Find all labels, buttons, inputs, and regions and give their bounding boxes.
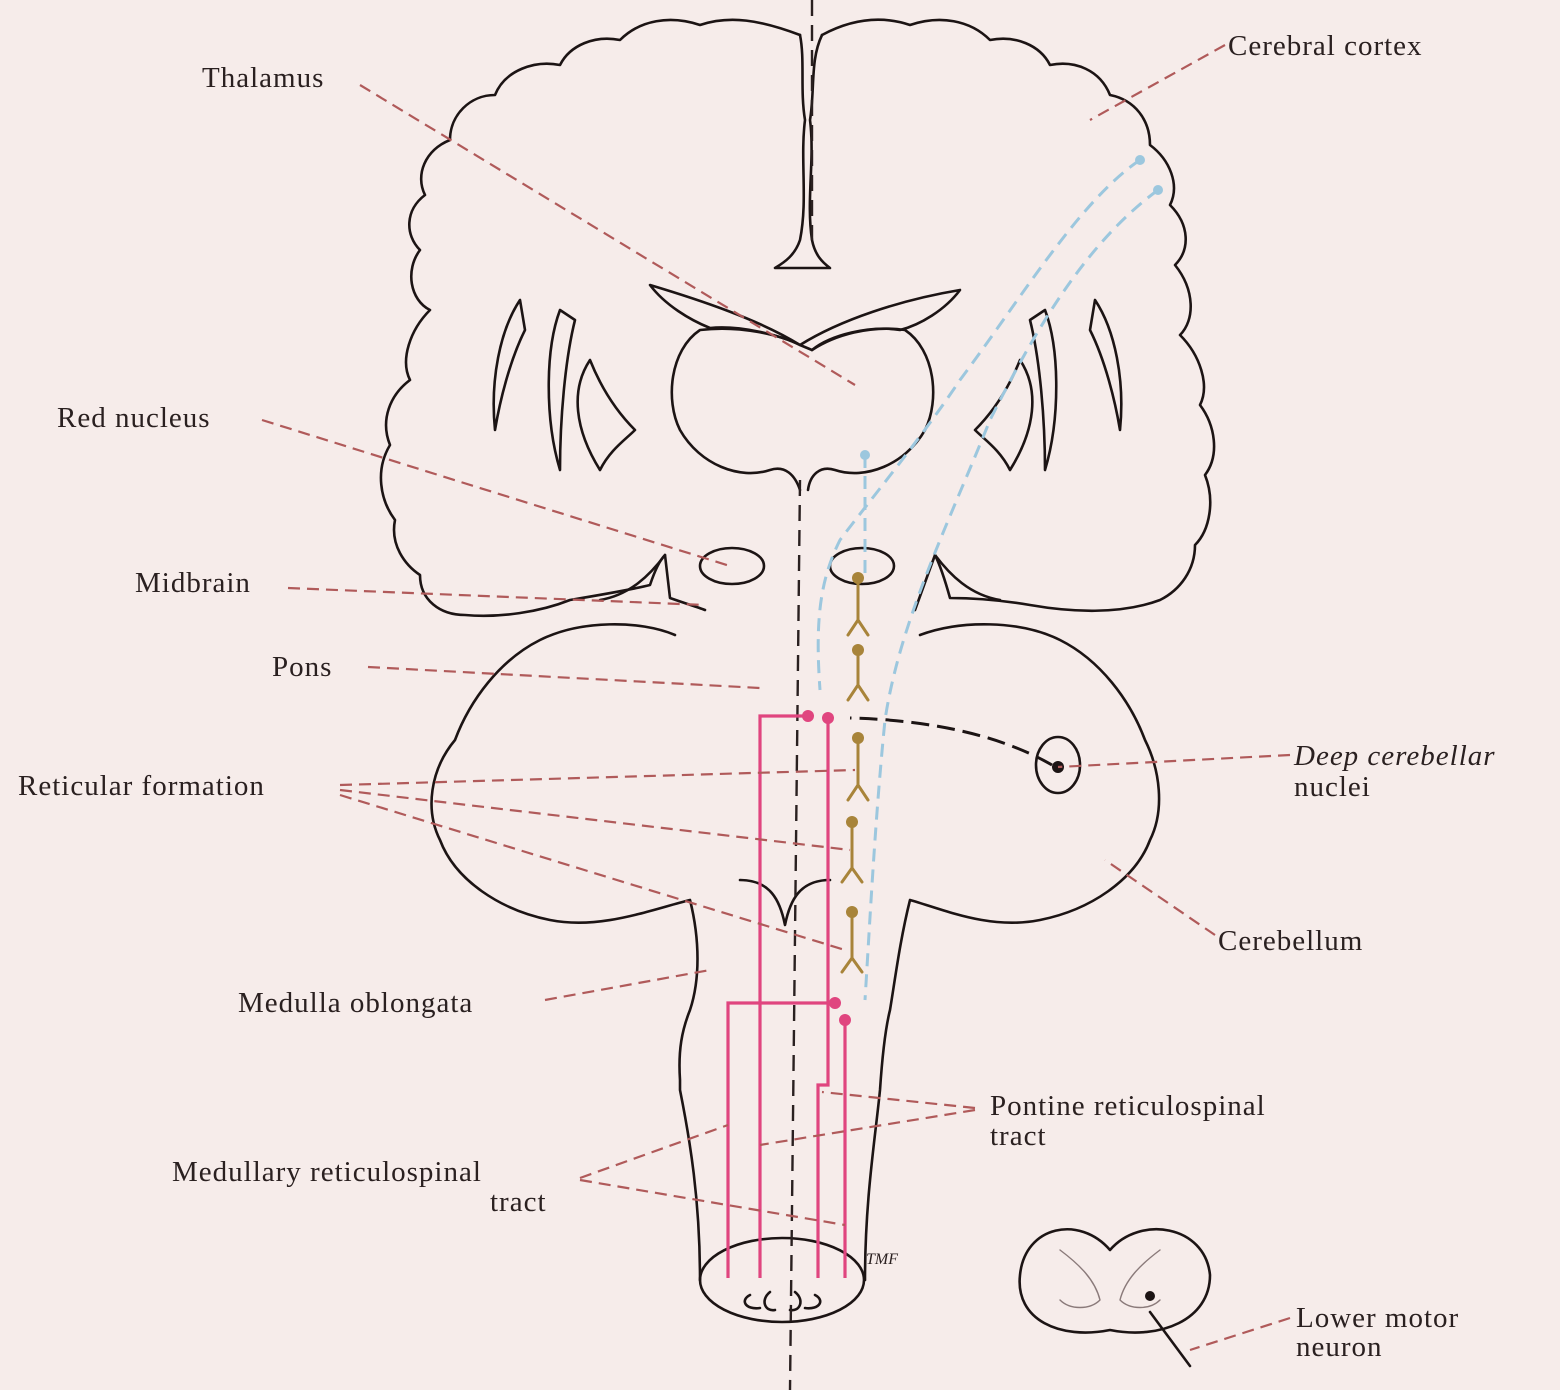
reticular-soma-3 — [852, 732, 864, 744]
leader-medulla — [545, 970, 710, 1000]
leader-cerebellum — [1105, 860, 1215, 935]
lower-motor-neuron-soma — [1145, 1291, 1155, 1301]
pontine-soma-2 — [822, 712, 834, 724]
spinal-cord-cross-section — [700, 1238, 864, 1322]
right-insula — [975, 360, 1032, 470]
corticoreticular-fibers — [818, 155, 1163, 1000]
medullary-soma-1 — [829, 997, 841, 1009]
reticular-soma-2 — [852, 644, 864, 656]
pontine-tract-outer — [760, 716, 808, 1278]
reticular-neuron-2 — [848, 650, 868, 700]
cerebrum-outline — [381, 20, 1214, 616]
reticular-neuron-4 — [842, 822, 862, 882]
leader-reticular-2 — [340, 790, 850, 850]
reticular-neuron-1 — [848, 578, 868, 635]
cortical-fiber-2 — [865, 190, 1158, 1000]
leader-medullary-2 — [580, 1180, 845, 1225]
pontine-soma-1 — [802, 710, 814, 722]
label-pontine-tract-1: Pontine reticulospinal — [990, 1090, 1266, 1122]
label-medullary-tract-2: tract — [490, 1186, 547, 1218]
label-pontine-tract-2: tract — [990, 1120, 1047, 1152]
label-lower-motor-neuron-1: Lower motor — [1296, 1302, 1459, 1334]
reticular-neuron-3 — [848, 738, 868, 800]
corpus-callosum — [650, 285, 960, 350]
leader-lower-motor-neuron — [1190, 1318, 1290, 1350]
label-medullary-tract-1: Medullary reticulospinal — [172, 1156, 482, 1188]
label-medulla-oblongata: Medulla oblongata — [238, 987, 473, 1019]
leader-red-nucleus — [262, 420, 730, 566]
label-pons: Pons — [272, 651, 332, 683]
right-cerebellar-lobe — [865, 624, 1159, 1280]
cortical-neuron-2 — [1153, 185, 1163, 195]
label-lower-motor-neuron-2: neuron — [1296, 1331, 1383, 1363]
labels: Thalamus Cerebral cortex Red nucleus Mid… — [18, 30, 1496, 1363]
spinal-inset-grey-matter — [1060, 1250, 1160, 1308]
left-insula — [578, 360, 635, 470]
leader-medullary-1 — [580, 1125, 728, 1178]
medullary-soma-2 — [839, 1014, 851, 1026]
spinal-grey-left — [745, 1292, 775, 1310]
midline-axis — [790, 0, 812, 1390]
leader-deep-cerebellar — [1058, 755, 1290, 767]
spinal-cord-inset — [1020, 1229, 1210, 1366]
red-nucleus-left — [700, 548, 764, 584]
left-lateral-sulcus — [494, 300, 525, 430]
right-internal-capsule — [1030, 310, 1056, 470]
reticular-neuron-5 — [842, 912, 862, 972]
reticular-neurons — [842, 572, 868, 972]
left-internal-capsule — [549, 310, 575, 470]
thalamic-neuron — [860, 450, 870, 460]
label-deep-cerebellar-2: nuclei — [1294, 771, 1371, 803]
leader-cerebral-cortex — [1090, 45, 1225, 120]
reticular-soma-4 — [846, 816, 858, 828]
right-thalamus — [808, 329, 933, 490]
reticulospinal-tracts — [728, 710, 851, 1278]
leader-reticular-3 — [340, 795, 845, 950]
spinal-inset-outline — [1020, 1229, 1210, 1332]
left-hemisphere — [381, 20, 800, 616]
leader-reticular-1 — [340, 770, 855, 785]
right-lateral-sulcus — [1090, 300, 1121, 430]
cortical-neuron-1 — [1135, 155, 1145, 165]
leader-lines — [262, 45, 1290, 1350]
pontine-tract-inner — [818, 718, 828, 1278]
leader-thalamus — [360, 85, 855, 385]
label-red-nucleus: Red nucleus — [57, 402, 211, 434]
label-thalamus: Thalamus — [202, 62, 324, 94]
label-midbrain: Midbrain — [135, 567, 251, 599]
spinal-grey-right — [790, 1292, 820, 1310]
reticular-soma-1 — [852, 572, 864, 584]
left-thalamus — [672, 329, 800, 490]
label-reticular-formation: Reticular formation — [18, 770, 265, 802]
cerebellar-output-fiber — [850, 718, 1052, 765]
longitudinal-fissure — [775, 35, 830, 268]
label-cerebellum: Cerebellum — [1218, 925, 1363, 957]
reticular-soma-5 — [846, 906, 858, 918]
right-hemisphere — [822, 20, 1214, 611]
label-deep-cerebellar-1: Deep cerebellar — [1293, 740, 1496, 772]
leader-pons — [368, 667, 760, 688]
fourth-ventricle — [740, 880, 830, 925]
label-cerebral-cortex: Cerebral cortex — [1228, 30, 1423, 62]
artist-signature: TMF — [866, 1251, 898, 1268]
leader-midbrain — [288, 588, 705, 605]
